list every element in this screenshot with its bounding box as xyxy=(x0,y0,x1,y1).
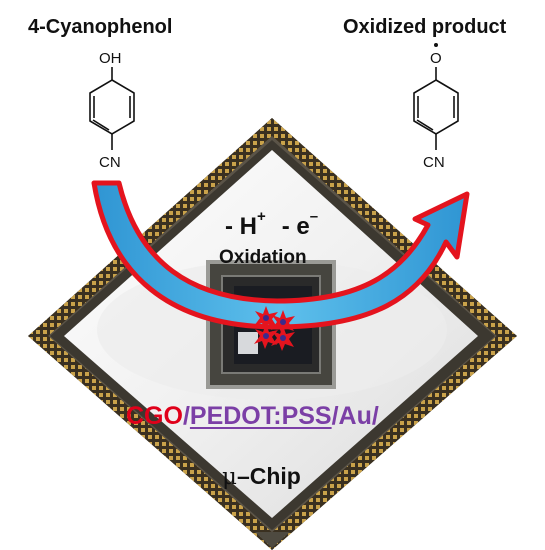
star-burst-icon xyxy=(254,324,278,349)
process-species: - H+ - e– xyxy=(225,209,318,240)
material-cgo: CGO xyxy=(126,402,183,430)
radical-dot xyxy=(434,43,438,47)
device-mu-symbol: μ xyxy=(222,464,237,490)
proton-charge: + xyxy=(257,208,266,225)
electron-charge: – xyxy=(309,208,319,225)
product-name: Oxidized product xyxy=(343,16,507,38)
proton-loss: - H xyxy=(225,213,257,240)
reactant-bottom-group: CN xyxy=(99,154,121,171)
star-burst-icon xyxy=(271,310,295,335)
star-burst-icon xyxy=(271,326,295,351)
reactant-top-group: OH xyxy=(99,50,122,67)
material-stack: CGO/PEDOT:PSS/Au/ xyxy=(126,404,379,429)
material-pedot-pss: PEDOT:PSS xyxy=(189,402,332,430)
product-top-group: O xyxy=(430,50,442,67)
product-molecule: O CN xyxy=(413,43,459,171)
material-separator: / xyxy=(182,402,190,430)
star-burst-icon xyxy=(254,306,278,331)
material-au: /Au/ xyxy=(331,402,379,430)
device-label: μ–Chip xyxy=(222,465,301,489)
reaction-sparks xyxy=(254,306,295,351)
product-bottom-group: CN xyxy=(423,154,445,171)
electron-loss: - e xyxy=(281,213,310,240)
chip-bottom-corner xyxy=(255,532,290,548)
curved-arrow-icon xyxy=(91,180,470,330)
reactant-name: 4-Cyanophenol xyxy=(28,16,173,38)
reactant-molecule: OH CN xyxy=(89,50,135,171)
process-label: Oxidation xyxy=(219,247,307,268)
device-text: –Chip xyxy=(236,463,301,489)
